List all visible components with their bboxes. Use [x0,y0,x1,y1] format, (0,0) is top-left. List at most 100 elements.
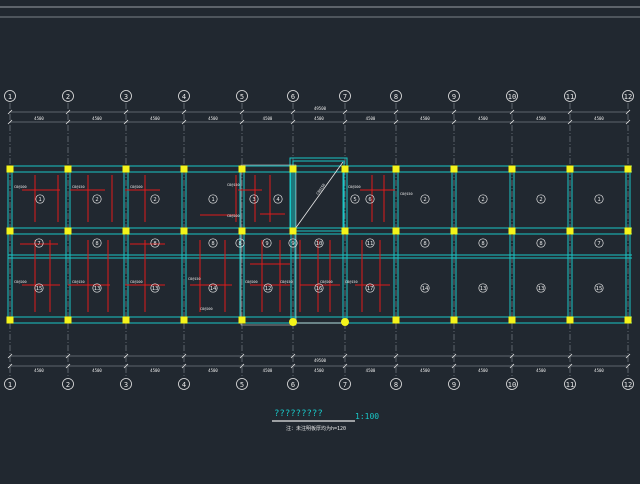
rebar-label-a-3: C8@150 [227,183,240,187]
slab-tag-row_c-7: 14 [422,286,429,292]
columns [6,165,632,326]
rebar-label-c-2: C8@200 [130,280,143,284]
axis-label-top-9: 9 [452,93,456,101]
title-block-rules [0,6,640,18]
axis-bubble-top-9 [448,90,460,102]
axis-label-bottom-9: 9 [452,381,456,389]
slab-tag-ring-row_b-0 [34,238,44,248]
dim-tick-t-0-7 [393,109,399,115]
axis-bubble-top-2 [62,90,74,102]
dim-tick-0-1 [65,119,71,125]
slab-tag-row_c-9: 13 [538,286,545,292]
slab-tag-ring-row_a-4 [249,194,259,204]
dim-tick-0-6 [342,119,348,125]
drawing-scale: 1:100 [355,412,379,421]
column-6-0 [289,165,297,173]
column-1-2 [6,316,14,324]
dim-tick-t-1-6 [342,353,348,359]
slab-tag-row_a-11: 1 [597,197,600,203]
slab-tag-ring-row_a-7 [365,194,375,204]
slab-tag-row_c-0: 15 [36,286,43,292]
dim-tick-0-5 [290,119,296,125]
dim-tick-t-1-5 [290,353,296,359]
slab-tag-row_b-1: 8 [95,241,98,247]
column-9-2 [450,316,458,324]
dim-tick-1-4 [239,363,245,369]
dim-tick-t-1-0 [7,353,13,359]
axis-label-top-8: 8 [394,93,398,101]
slab-tag-row_c-2: 13 [152,286,159,292]
axis-bubble-bottom-10 [506,378,518,390]
axis-label-bottom-11: 11 [566,381,574,389]
rebar-label-stair: C8@150 [316,183,327,196]
slab-tag-ring-row_b-7 [314,238,324,248]
axis-label-bottom-5: 5 [240,381,244,389]
dim-span-text-0-7: 4500 [420,116,430,121]
axis-bubble-bottom-5 [236,378,248,390]
slab-tag-ring-row_c-7 [420,283,430,293]
dim-tick-t-1-7 [393,353,399,359]
slab-tag-ring-row_c-6 [365,283,375,293]
axis-label-top-6: 6 [291,93,295,101]
slab-tag-ring-row_a-6 [350,194,360,204]
slab-tag-ring-row_a-2 [150,194,160,204]
dim-span-text-1-3: 4500 [208,368,218,373]
column-10-2 [508,316,516,324]
dim-tick-1-6 [342,363,348,369]
dim-span-text-0-3: 4500 [208,116,218,121]
column-3-0 [122,165,130,173]
column-2-0 [64,165,72,173]
column-9-0 [450,165,458,173]
axis-label-bottom-7: 7 [343,381,347,389]
slab-tag-row_b-0: 7 [37,241,40,247]
axis-label-bottom-3: 3 [124,381,128,389]
dim-tick-1-8 [451,363,457,369]
dim-span-text-1-10: 4500 [594,368,604,373]
dim-span-text-1-0: 4500 [34,368,44,373]
dim-tick-t-1-11 [625,353,631,359]
column-7-0 [341,165,349,173]
stair-frame [240,164,297,326]
slab-tag-ring-row_a-11 [594,194,604,204]
rebar-label-a-1: C8@150 [72,185,85,189]
axis-label-top-7: 7 [343,93,347,101]
axis-bubble-top-11 [564,90,576,102]
rebar-label-c-4: C8@200 [245,280,258,284]
axis-label-top-1: 1 [8,93,12,101]
column-9-1 [450,227,458,235]
slab-tag-row_c-1: 13 [94,286,101,292]
column-4-1 [180,227,188,235]
slab-tag-row_c-8: 13 [480,286,487,292]
axis-bubble-bottom-8 [390,378,402,390]
dim-span-text-1-6: 4500 [366,368,376,373]
dim-tick-t-0-10 [567,109,573,115]
slab-tag-row_b-9: 8 [423,241,426,247]
dim-span-text-1-5: 4500 [314,368,324,373]
dim-total-text-0: 49500 [314,106,327,111]
dim-tick-t-0-3 [181,109,187,115]
axis-bubble-top-1 [4,90,16,102]
rebar-label-a-5: C8@150 [400,192,413,196]
rebar-layer [20,175,395,312]
dim-tick-1-9 [509,363,515,369]
dim-tick-0-4 [239,119,245,125]
column-5-2 [238,316,246,324]
slab-tag-row_a-1: 2 [95,197,98,203]
slab-tag-ring-row_a-0 [35,194,45,204]
slab-tag-row_c-4: 12 [265,286,272,292]
dim-tick-1-3 [181,363,187,369]
column-5-1 [238,227,246,235]
dim-span-text-1-7: 4500 [420,368,430,373]
axis-bubble-top-8 [390,90,402,102]
slab-tag-row_c-3: 14 [210,286,217,292]
dim-tick-t-0-0 [7,109,13,115]
slab-tag-ring-row_b-9 [420,238,430,248]
rebar-label-a-4: C8@200 [348,185,361,189]
dim-tick-t-0-11 [625,109,631,115]
dim-span-text-0-5: 4500 [314,116,324,121]
column-10-1 [508,227,516,235]
axis-label-bottom-2: 2 [66,381,70,389]
slab-tag-row_a-10: 2 [539,197,542,203]
column-3-1 [122,227,130,235]
